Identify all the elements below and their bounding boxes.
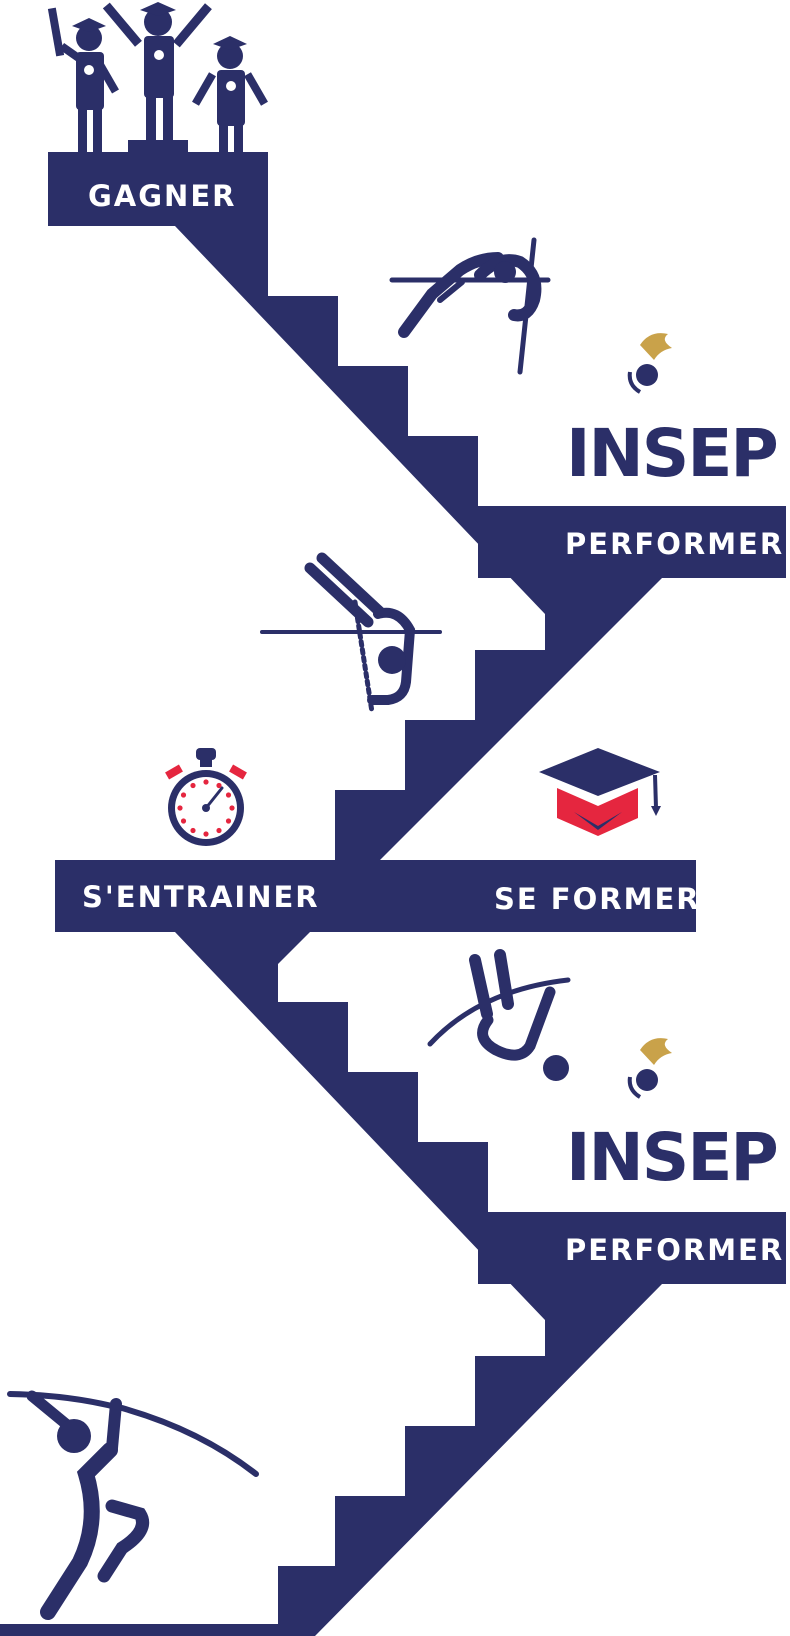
step-label-sentrainer: S'ENTRAINER [82,880,320,914]
performer-top-landing [478,506,786,578]
insep-logo-bottom: INSEP [566,1038,779,1196]
graduation-cap-icon [539,748,661,836]
step-label-performer-top: PERFORMER [565,527,784,561]
stair-flight-3 [175,932,548,1320]
pole-vault-takeoff-icon [7,1390,259,1620]
insep-rooster-icon [627,333,672,394]
insep-rooster-icon [627,1038,672,1099]
ground-line [0,1624,315,1636]
step-label-performer-bottom: PERFORMER [565,1233,784,1267]
stair-flight-1 [175,226,548,614]
insep-logo-top: INSEP [566,333,779,492]
stopwatch-icon [165,748,247,846]
pole-vault-swing-icon [427,949,571,1081]
stair-flight-2 [300,578,662,860]
step-label-se-former: SE FORMER [494,882,701,916]
podium-graduates-icon [47,2,268,177]
middle-landing [55,860,696,932]
step-label-gagner: GAGNER [88,179,236,213]
stair-flight-4 [278,1284,662,1636]
pole-vault-clearance-icon [389,237,551,375]
pole-vault-inverted-icon [260,552,442,715]
performer-bottom-landing [478,1212,786,1284]
staircase [0,152,786,1636]
insep-logo-text-bottom: INSEP [566,1119,777,1196]
insep-logo-text-top: INSEP [566,415,777,492]
